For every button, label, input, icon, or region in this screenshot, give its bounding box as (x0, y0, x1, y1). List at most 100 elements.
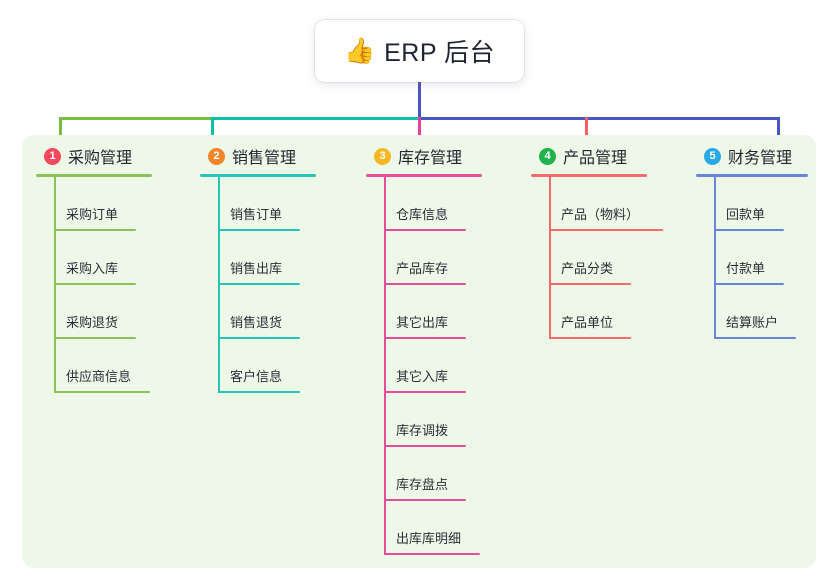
column-spine (384, 177, 386, 555)
list-item-underline (54, 391, 150, 393)
list-item[interactable]: 产品单位 (531, 285, 686, 339)
column-header-3[interactable]: 3 库存管理 (366, 144, 516, 168)
list-item-underline (714, 337, 796, 339)
root-title: ERP 后台 (384, 39, 496, 67)
column-badge-icon: 2 (208, 147, 225, 165)
root-node[interactable]: 👍 ERP 后台 (315, 20, 524, 82)
list-item-label: 其它入库 (396, 369, 449, 384)
list-item[interactable]: 销售出库 (200, 231, 350, 285)
list-item-label: 采购退货 (66, 315, 119, 330)
column-badge-icon: 5 (704, 147, 721, 165)
column-title: 产品管理 (563, 150, 628, 167)
list-item-underline (384, 283, 466, 285)
column-badge-icon: 3 (374, 147, 391, 165)
list-item[interactable]: 采购退货 (36, 285, 186, 339)
list-item-label: 采购订单 (66, 207, 119, 222)
list-item[interactable]: 库存调拨 (366, 393, 516, 447)
list-item-label: 采购入库 (66, 261, 119, 276)
list-item-underline (384, 337, 466, 339)
list-item-label: 出库库明细 (396, 531, 462, 546)
column-items: 回款单付款单结算账户 (696, 177, 836, 339)
list-item[interactable]: 采购入库 (36, 231, 186, 285)
list-item-label: 其它出库 (396, 315, 449, 330)
column-2: 2 销售管理销售订单销售出库销售退货客户信息 (200, 144, 350, 393)
column-underline (531, 174, 647, 177)
column-4: 4 产品管理产品（物料） 产品分类产品单位 (531, 144, 686, 339)
column-title: 采购管理 (68, 150, 133, 167)
list-item-underline (384, 499, 466, 501)
list-item[interactable]: 产品分类 (531, 231, 686, 285)
column-badge-icon: 1 (44, 147, 61, 165)
list-item[interactable]: 库存盘点 (366, 447, 516, 501)
list-item-underline (714, 229, 784, 231)
list-item-label: 销售退货 (230, 315, 283, 330)
list-item[interactable]: 回款单 (696, 177, 836, 231)
content-panel (22, 135, 816, 568)
list-item-label: 库存调拨 (396, 423, 449, 438)
column-spine (218, 177, 220, 393)
list-item-label: 产品（物料） (561, 207, 640, 222)
column-underline (366, 174, 482, 177)
list-item-underline (54, 229, 136, 231)
list-item[interactable]: 其它出库 (366, 285, 516, 339)
column-spine (549, 177, 551, 339)
list-item-label: 产品单位 (561, 315, 614, 330)
list-item[interactable]: 结算账户 (696, 285, 836, 339)
list-item-underline (218, 283, 300, 285)
column-badge-icon: 4 (539, 147, 556, 165)
list-item-underline (384, 391, 466, 393)
column-items: 仓库信息产品库存其它出库其它入库库存调拨库存盘点出库库明细 (366, 177, 516, 555)
column-1: 1 采购管理采购订单采购入库采购退货供应商信息 (36, 144, 186, 393)
column-underline (696, 174, 808, 177)
list-item-underline (714, 283, 784, 285)
list-item-underline (218, 229, 300, 231)
list-item-label: 销售订单 (230, 207, 283, 222)
column-items: 采购订单采购入库采购退货供应商信息 (36, 177, 186, 393)
column-title: 销售管理 (232, 150, 297, 167)
list-item-label: 客户信息 (230, 369, 283, 384)
list-item-underline (549, 283, 631, 285)
list-item-underline (549, 337, 631, 339)
column-title: 财务管理 (728, 150, 793, 167)
list-item-underline (218, 391, 300, 393)
list-item-label: 产品库存 (396, 261, 449, 276)
list-item-label: 供应商信息 (66, 369, 132, 384)
column-header-2[interactable]: 2 销售管理 (200, 144, 350, 168)
list-item-label: 库存盘点 (396, 477, 449, 492)
list-item[interactable]: 采购订单 (36, 177, 186, 231)
list-item-underline (54, 283, 136, 285)
list-item-underline (384, 553, 480, 555)
list-item-underline (384, 229, 466, 231)
list-item-underline (54, 337, 136, 339)
list-item[interactable]: 客户信息 (200, 339, 350, 393)
list-item-label: 付款单 (726, 261, 766, 276)
list-item-label: 仓库信息 (396, 207, 449, 222)
list-item[interactable]: 销售退货 (200, 285, 350, 339)
column-3: 3 库存管理仓库信息产品库存其它出库其它入库库存调拨库存盘点出库库明细 (366, 144, 516, 555)
column-items: 产品（物料） 产品分类产品单位 (531, 177, 686, 339)
list-item[interactable]: 销售订单 (200, 177, 350, 231)
list-item[interactable]: 供应商信息 (36, 339, 186, 393)
list-item-underline (218, 337, 300, 339)
list-item[interactable]: 付款单 (696, 231, 836, 285)
list-item[interactable]: 其它入库 (366, 339, 516, 393)
column-title: 库存管理 (398, 150, 463, 167)
column-header-4[interactable]: 4 产品管理 (531, 144, 686, 168)
column-header-5[interactable]: 5 财务管理 (696, 144, 836, 168)
column-header-1[interactable]: 1 采购管理 (36, 144, 186, 168)
list-item[interactable]: 仓库信息 (366, 177, 516, 231)
list-item-underline (384, 445, 466, 447)
column-spine (714, 177, 716, 339)
thumbs-up-icon: 👍 (343, 36, 376, 65)
list-item-label: 回款单 (726, 207, 766, 222)
list-item-label: 产品分类 (561, 261, 614, 276)
column-items: 销售订单销售出库销售退货客户信息 (200, 177, 350, 393)
column-underline (200, 174, 316, 177)
column-spine (54, 177, 56, 393)
list-item[interactable]: 出库库明细 (366, 501, 516, 555)
list-item[interactable]: 产品（物料） (531, 177, 686, 231)
column-5: 5 财务管理回款单付款单结算账户 (696, 144, 836, 339)
list-item-underline (549, 229, 663, 231)
list-item[interactable]: 产品库存 (366, 231, 516, 285)
